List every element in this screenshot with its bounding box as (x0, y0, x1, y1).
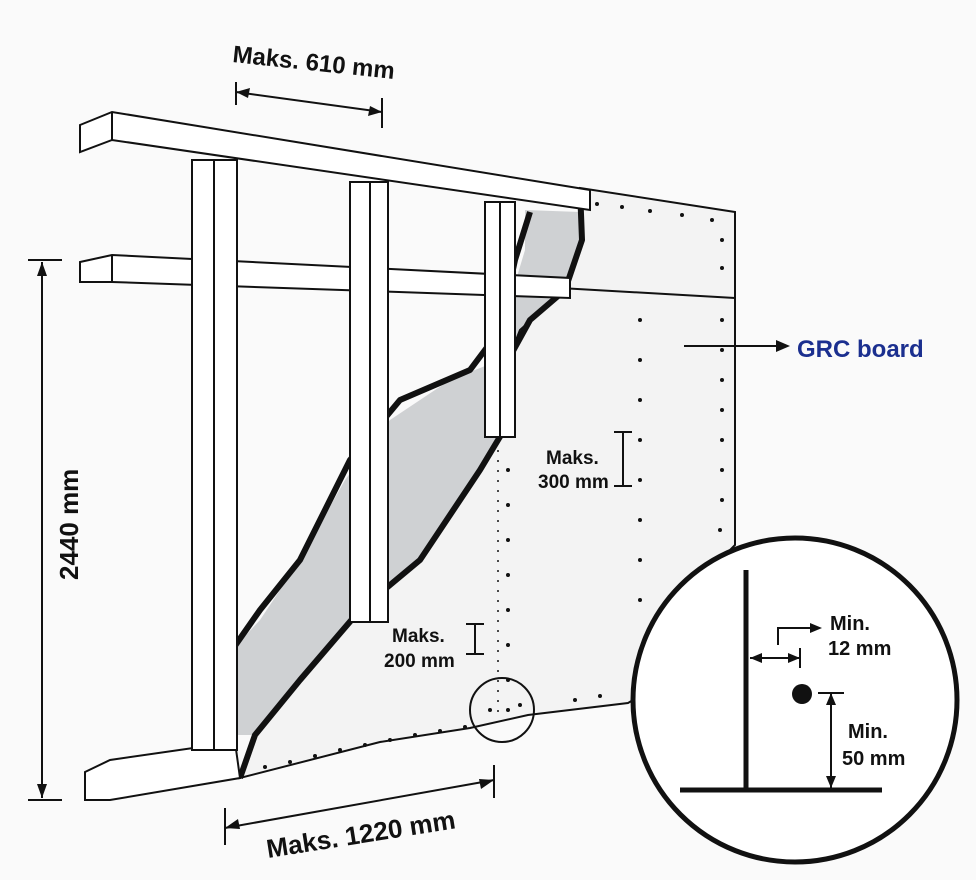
stud-1 (191, 159, 238, 751)
edge-distance-label-line1: Min. (830, 613, 870, 635)
field-spacing-bracket (614, 431, 632, 487)
grc-pointer-arrow (684, 340, 790, 352)
detail-screw (792, 684, 812, 704)
edge-distance-dimension (750, 623, 822, 668)
field-spacing-label-line2: 300 mm (538, 472, 609, 493)
height-label: 2440 mm (54, 469, 84, 580)
end-distance-label-line2: 50 mm (842, 748, 905, 770)
stud-3 (484, 201, 516, 438)
screw-dots (263, 202, 724, 769)
stud-spacing-label: Maks. 610 mm (231, 41, 396, 85)
grc-board-label: GRC board (797, 336, 924, 363)
end-distance-dimension (818, 692, 844, 788)
edge-spacing-bracket (466, 623, 484, 655)
stud-2 (349, 181, 389, 623)
top-track (79, 110, 591, 212)
board-width-dimension (224, 765, 495, 845)
board-width-label: Maks. 1220 mm (264, 804, 457, 863)
detail-marker-circle (469, 677, 535, 743)
insulation-layer (232, 210, 580, 735)
height-dimension (28, 259, 62, 801)
stud-spacing-dimension (235, 82, 383, 128)
bottom-track (84, 740, 242, 801)
edge-distance-label-line2: 12 mm (828, 638, 891, 660)
field-spacing-label-line1: Maks. (546, 448, 599, 469)
horizontal-board-joint (559, 287, 736, 299)
edge-spacing-label-line1: Maks. (392, 626, 445, 647)
edge-spacing-label-line2: 200 mm (384, 651, 455, 672)
end-distance-label-line1: Min. (848, 721, 888, 743)
